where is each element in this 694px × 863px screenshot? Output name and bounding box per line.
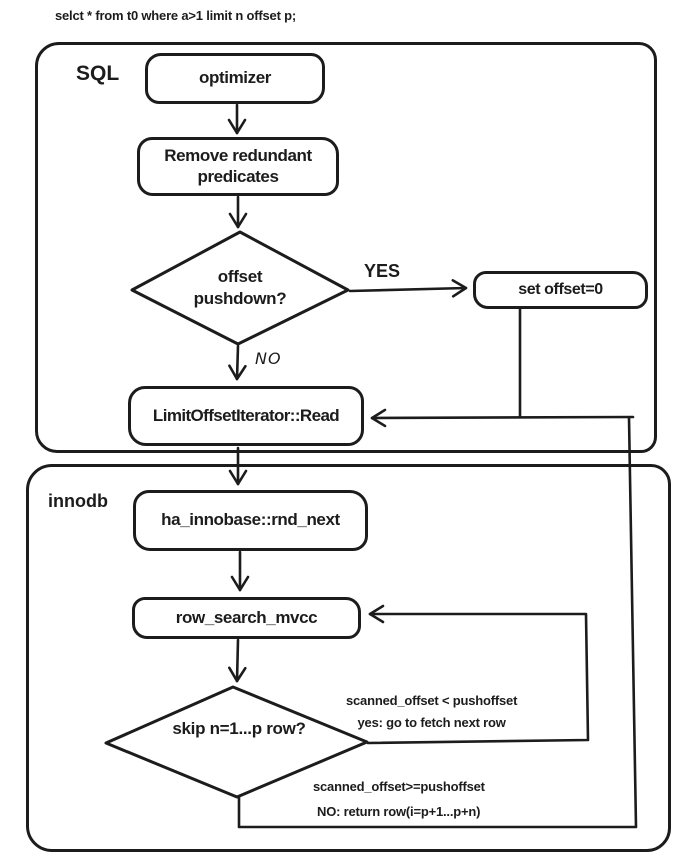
return-row-annotation: scanned_offset>=pushoffset NO: return ro… [313,779,485,819]
no-edge-label: NO [255,349,282,368]
innodb-section-label: innodb [48,491,108,511]
yes-edge-label: YES [364,261,401,281]
loop-fetch-action: yes: go to fetch next row [357,714,506,730]
loop-fetch-condition: scanned_offset < pushoffset [346,693,518,708]
return-condition: scanned_offset>=pushoffset [313,779,485,794]
node-optimizer: optimizer [145,53,325,104]
node-ha-innobase-rnd-next: ha_innobase::rnd_next [133,490,368,551]
skip-rows-label: skip n=1...p row? [172,719,306,738]
node-set-offset-0: set offset=0 [473,271,648,309]
return-action: NO: return row(i=p+1...p+n) [317,804,481,819]
node-limitoffsetiterator-read: LimitOffsetIterator::Read [128,386,364,446]
loop-fetch-annotation: scanned_offset < pushoffset yes: go to f… [346,690,517,734]
query-text: selct * from t0 where a>1 limit n offset… [55,8,296,23]
offset-pushdown-label: offset pushdown? [193,267,287,309]
sql-section-label: SQL [76,62,120,85]
node-row-search-mvcc: row_search_mvcc [132,597,361,639]
node-remove-redundant-predicates: Remove redundant predicates [137,137,339,196]
